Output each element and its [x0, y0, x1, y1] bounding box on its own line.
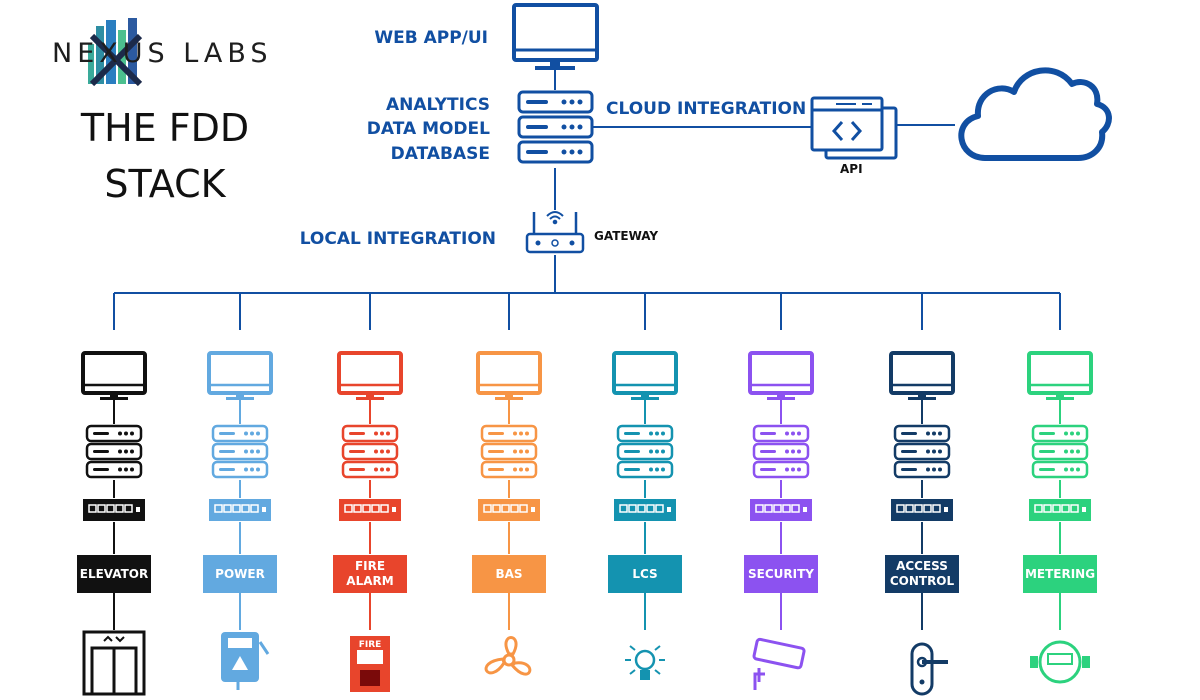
- server-stack-icon: [893, 424, 951, 479]
- page-title: THE FDD STACK: [40, 100, 290, 212]
- power-meter-icon: [221, 632, 270, 690]
- monitor-icon: [1027, 351, 1093, 400]
- network-switch-icon: [1029, 499, 1091, 521]
- server-stack-icon: [85, 424, 143, 479]
- light-bulb-icon: [625, 645, 665, 680]
- server-stack-icon: [1031, 424, 1089, 479]
- server-stack-icon: [752, 424, 810, 479]
- system-label-security: SECURITY: [744, 555, 818, 593]
- web-app-monitor-icon: [512, 3, 599, 70]
- cloud-icon: [958, 67, 1112, 161]
- api-label: API: [840, 162, 863, 176]
- network-switch-icon: [339, 499, 401, 521]
- system-column-metering: [1027, 351, 1093, 684]
- system-column-elevator: [81, 351, 147, 696]
- server-stack-icon: [341, 424, 399, 479]
- network-switch-icon: [478, 499, 540, 521]
- system-column-lcs: [612, 351, 678, 680]
- network-switch-icon: [614, 499, 676, 521]
- gateway-router-icon: [525, 211, 585, 254]
- fan-icon: [484, 636, 532, 676]
- system-columns: FIRE: [81, 351, 1093, 696]
- top-connectors: [554, 70, 955, 293]
- monitor-icon: [337, 351, 403, 400]
- security-camera-icon: [752, 637, 806, 690]
- cloud-integration-label: CLOUD INTEGRATION: [606, 99, 807, 119]
- analytics-label: ANALYTICS: [386, 95, 490, 115]
- system-label-power: POWER: [203, 555, 277, 593]
- network-switch-icon: [83, 499, 145, 521]
- meter-icon: [1030, 640, 1090, 684]
- system-column-fire-alarm: FIRE: [337, 351, 403, 692]
- system-column-power: [207, 351, 273, 690]
- nexus-logo-mark-icon: [88, 18, 143, 87]
- system-label-metering: METERING: [1023, 555, 1097, 593]
- network-switch-icon: [209, 499, 271, 521]
- system-column-access-control: [889, 351, 955, 696]
- gateway-label: GATEWAY: [594, 229, 659, 243]
- door-handle-icon: [910, 642, 948, 696]
- logo-text: NEXUS LABS: [52, 38, 273, 69]
- title-line-2: STACK: [104, 162, 226, 206]
- system-column-bas: [476, 351, 542, 676]
- monitor-icon: [748, 351, 814, 400]
- network-switch-icon: [750, 499, 812, 521]
- monitor-icon: [476, 351, 542, 400]
- fire-alarm-icon-text: FIRE: [359, 640, 382, 650]
- server-stack-icon: [517, 90, 594, 164]
- elevator-icon: [82, 630, 146, 696]
- server-stack-icon: [211, 424, 269, 479]
- api-window-icon: [810, 96, 898, 160]
- local-integration-label: LOCAL INTEGRATION: [299, 229, 496, 249]
- data-model-label: DATA MODEL: [366, 119, 490, 139]
- title-line-1: THE FDD: [80, 106, 250, 150]
- database-label: DATABASE: [390, 144, 490, 164]
- server-stack-icon: [616, 424, 674, 479]
- monitor-icon: [81, 351, 147, 400]
- system-label-fire-alarm: FIRE ALARM: [333, 555, 407, 593]
- network-switch-icon: [891, 499, 953, 521]
- monitor-icon: [207, 351, 273, 400]
- monitor-icon: [889, 351, 955, 400]
- monitor-icon: [612, 351, 678, 400]
- system-column-security: [748, 351, 814, 690]
- system-label-lcs: LCS: [608, 555, 682, 593]
- fire-alarm-pull-station-icon: FIRE: [350, 636, 390, 692]
- system-label-bas: BAS: [472, 555, 546, 593]
- distribution-bus: [113, 292, 1061, 330]
- server-stack-icon: [480, 424, 538, 479]
- system-label-elevator: ELEVATOR: [77, 555, 151, 593]
- system-label-access-control: ACCESS CONTROL: [885, 555, 959, 593]
- web-app-label: WEB APP/UI: [374, 28, 488, 48]
